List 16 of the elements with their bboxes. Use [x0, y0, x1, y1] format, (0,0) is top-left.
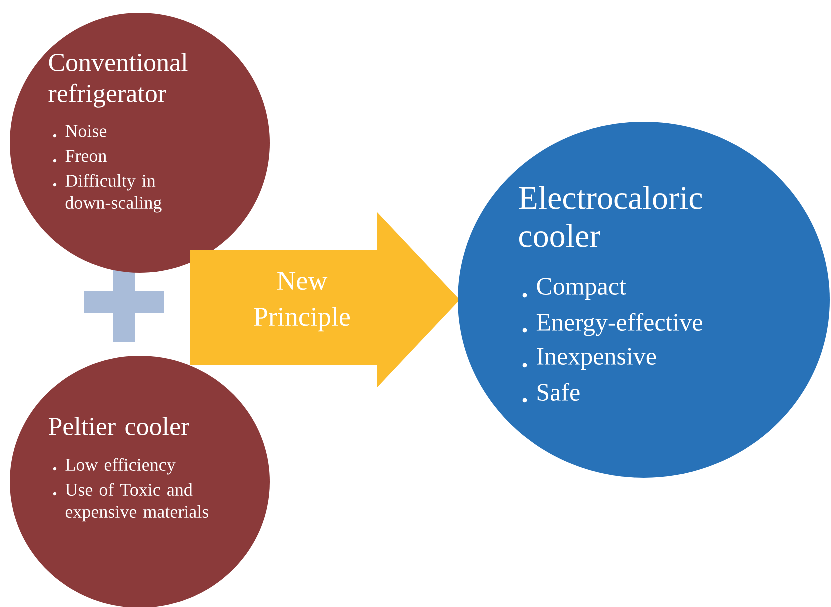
- bullet-item: Use of Toxic and expensive materials: [53, 483, 209, 522]
- heading-text: Conventional refrigerator: [48, 53, 188, 108]
- circle-node: [458, 122, 830, 478]
- bullet-item: Noise: [53, 125, 107, 138]
- bullet-item: Low efficiency: [53, 458, 176, 475]
- bullet-item: Freon: [53, 150, 107, 163]
- block-arrow: [190, 212, 460, 388]
- heading-text: Electrocaloric cooler: [519, 186, 702, 248]
- circle-node: [10, 13, 270, 273]
- bullet-item: Energy-effective: [522, 313, 702, 336]
- bullet-item: Compact: [522, 278, 626, 300]
- bullet-item: Inexpensive: [522, 348, 656, 370]
- heading-text: Peltier cooler: [48, 417, 190, 436]
- bullet-item: Safe: [522, 383, 580, 403]
- bullet-item: Difficulty in down-scaling: [53, 174, 162, 213]
- arrow-label: New Principle: [254, 272, 350, 332]
